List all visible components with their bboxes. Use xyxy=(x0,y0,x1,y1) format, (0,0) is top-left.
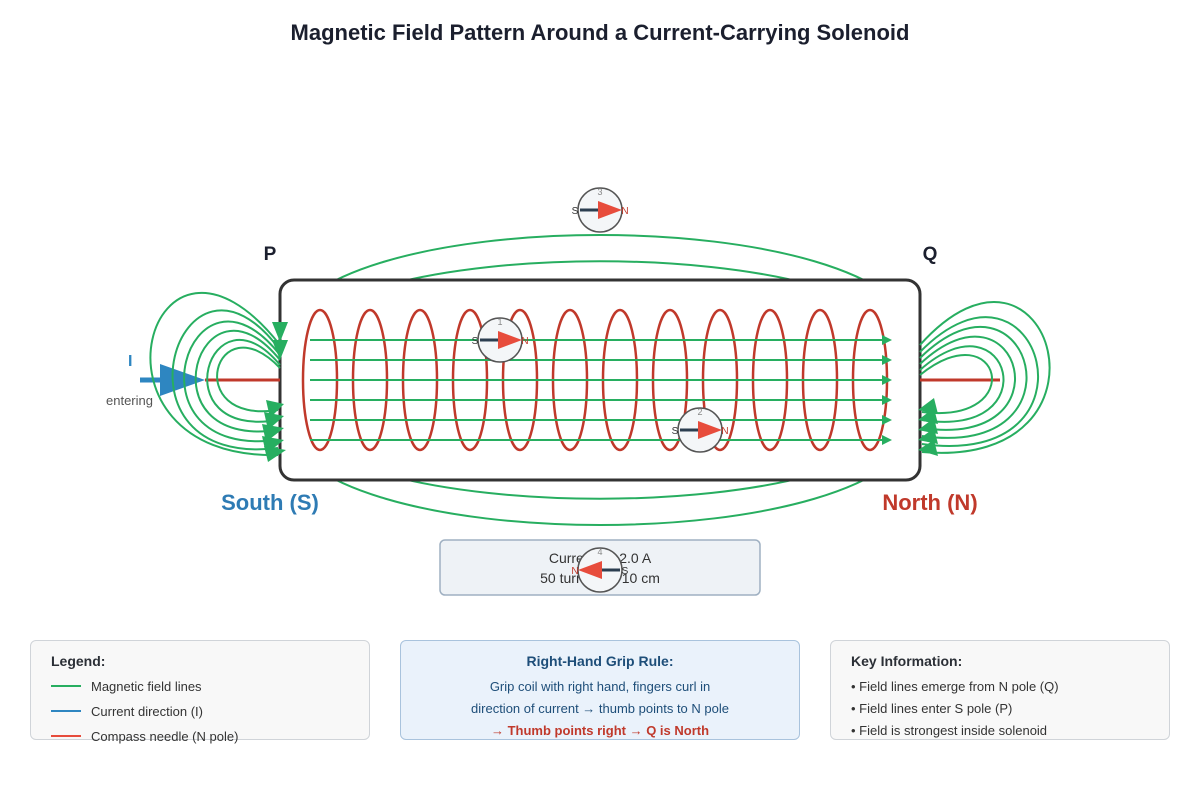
end-label-q: Q xyxy=(923,244,938,265)
current-note: entering xyxy=(106,393,153,408)
legend-swatch-current xyxy=(51,710,81,712)
north-pole-label: North (N) xyxy=(882,490,977,515)
compass-needle-north xyxy=(578,561,602,579)
entry-arrows-right xyxy=(918,398,938,456)
rule-line-1: Grip coil with right hand, fingers curl … xyxy=(489,679,711,694)
internal-field-lines xyxy=(310,335,892,445)
compass-1: 1N S xyxy=(472,317,529,363)
rule-panel: Right-Hand Grip Rule: Grip coil with rig… xyxy=(400,640,800,740)
field-loop-left-6 xyxy=(216,346,281,413)
field-loop-left-3 xyxy=(183,320,281,443)
field-loop-left-2 xyxy=(171,309,281,451)
end-label-p: P xyxy=(264,244,277,265)
key-info-panel: Key Information: • Field lines emerge fr… xyxy=(830,640,1170,740)
legend-item-needle: Compass needle (N pole) xyxy=(51,727,238,745)
key-info-item-3: • Field is strongest inside solenoid xyxy=(851,723,1048,738)
compass-needle-north xyxy=(698,421,722,439)
compass-needle-north xyxy=(498,331,522,349)
legend-item-current: Current direction (I) xyxy=(51,702,203,720)
legend-label-needle: Compass needle (N pole) xyxy=(91,728,239,744)
legend-label-field: Magnetic field lines xyxy=(91,678,202,694)
south-pole-label: South (S) xyxy=(221,490,319,515)
key-info-title: Key Information: xyxy=(851,653,963,669)
field-loop-right-3 xyxy=(919,325,1028,439)
field-loop-left-1 xyxy=(149,291,281,457)
compass-letter-n: N xyxy=(721,426,728,437)
legend-swatch-needle xyxy=(51,735,81,737)
compass-needle-north xyxy=(598,201,622,219)
compass-number: 3 xyxy=(597,187,602,197)
key-info-item-2: • Field lines enter S pole (P) xyxy=(851,701,1013,716)
field-loop-left-5 xyxy=(206,339,281,423)
coil-windings xyxy=(301,308,889,452)
compass-2: 2N S xyxy=(672,407,729,453)
field-loop-left-4 xyxy=(194,329,281,433)
compass-number: 2 xyxy=(697,407,702,417)
current-symbol: I xyxy=(128,353,132,370)
compass-letter-s: S xyxy=(672,426,679,437)
entry-arrows-left xyxy=(262,322,288,462)
compass-number: 1 xyxy=(497,317,502,327)
legend-swatch-field xyxy=(51,685,81,687)
field-loops-left xyxy=(149,291,281,457)
compass-number: 4 xyxy=(597,547,602,557)
key-info-item-1: • Field lines emerge from N pole (Q) xyxy=(851,679,1059,694)
compass-4: 4N S xyxy=(571,547,629,593)
compass-letter-s: S xyxy=(572,206,579,217)
compass-letter-n: N xyxy=(521,336,528,347)
compass-letter-n: N xyxy=(571,566,578,577)
legend-title: Legend: xyxy=(51,653,106,669)
compass-letter-n: N xyxy=(621,206,628,217)
legend-item-field: Magnetic field lines xyxy=(51,677,202,695)
field-loop-right-1 xyxy=(919,301,1051,454)
compass-letter-s: S xyxy=(472,336,479,347)
compass-3: 3N S xyxy=(572,187,629,233)
field-loop-right-5 xyxy=(919,345,1005,423)
field-loop-right-2 xyxy=(919,316,1040,447)
legend-label-current: Current direction (I) xyxy=(91,703,203,719)
field-loop-right-6 xyxy=(919,354,993,415)
rule-title: Right-Hand Grip Rule: xyxy=(526,653,674,669)
field-loop-right-4 xyxy=(919,335,1016,431)
rule-result: → Thumb points right → Q is North xyxy=(490,723,710,738)
diagram-title: Magnetic Field Pattern Around a Current-… xyxy=(291,20,910,45)
compass-letter-s: S xyxy=(622,566,629,577)
legend-panel: Legend: Magnetic field lines Current dir… xyxy=(30,640,370,744)
rule-line-2: direction of current → thumb points to N… xyxy=(471,701,729,716)
field-loops-right xyxy=(919,301,1051,454)
